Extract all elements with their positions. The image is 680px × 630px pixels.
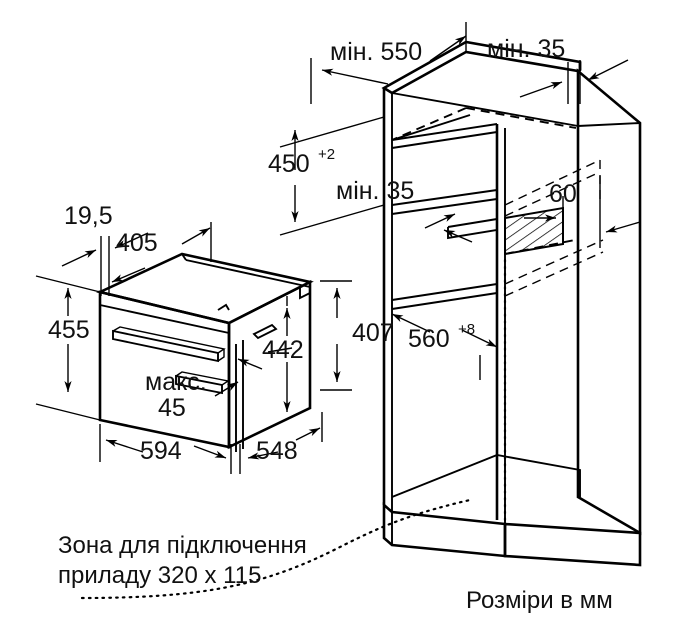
cabinet-hidden-rear-lower2	[504, 251, 604, 297]
arrow-min35-mid-a	[424, 213, 456, 229]
arrow-405-left	[111, 267, 146, 283]
cabinet-lower-shelf-front	[391, 292, 498, 310]
cabinet-upper-shelf-top	[391, 123, 498, 141]
label-405: 405	[116, 229, 158, 257]
dimension-lines-cabinet	[279, 22, 641, 380]
ext-455-top	[35, 275, 101, 293]
label-min-550: мін. 550	[330, 38, 422, 66]
arrow-594-right	[193, 445, 227, 459]
appliance-assembly	[96, 252, 314, 452]
label-max-prefix: макс.	[145, 368, 207, 396]
cabinet-base-front	[382, 502, 507, 558]
appliance-right-face	[227, 279, 312, 450]
appliance-mount-lug-top	[217, 303, 230, 311]
notes: Зона для підключення приладу 320 x 115 Р…	[58, 532, 613, 614]
label-min-35-middle: мін. 35	[336, 177, 414, 205]
cabinet-niche-floor-front	[391, 198, 498, 215]
arrow-min35-mid-b	[443, 229, 473, 243]
arrow-594-left	[105, 439, 144, 453]
ext-450-top	[279, 116, 385, 148]
cabinet-assembly	[381, 40, 642, 567]
arrow-min35-top-left	[519, 81, 563, 98]
connection-zone-note-line2: приладу 320 x 115	[58, 562, 261, 589]
cabinet-hidden-rear-lower	[504, 239, 604, 285]
connection-zone-leader	[80, 498, 472, 600]
arrow-405-right	[181, 227, 211, 245]
arrow-max45-b	[214, 381, 239, 397]
units-note: Розміри в мм	[466, 587, 613, 614]
arrow-560-right	[461, 329, 498, 348]
arrow-548-left	[247, 451, 279, 460]
label-450: 450	[268, 150, 310, 178]
appliance-mount-lug-right	[299, 287, 311, 300]
cabinet-hidden-rear-upper2	[504, 171, 601, 217]
appliance-latch-top	[175, 371, 230, 386]
dimension-lines-appliance	[35, 222, 352, 474]
arrow-195-right	[114, 232, 149, 249]
arrow-60-right	[605, 221, 641, 233]
appliance-top-rear-lip	[185, 259, 311, 288]
label-450-tolerance: +2	[318, 146, 335, 163]
label-407: 407	[352, 319, 394, 347]
cabinet-upper-shelf-hidden-rear	[465, 107, 577, 129]
label-548: 548	[256, 437, 298, 465]
ext-450-bottom	[279, 204, 385, 236]
appliance-front-trim	[99, 304, 230, 334]
cabinet-inner-floor	[391, 454, 581, 498]
connection-zone-note-line1: Зона для підключення	[58, 532, 307, 559]
cabinet-right-panel-front-edge	[577, 122, 641, 127]
cabinet-right-panel	[576, 68, 642, 536]
arrow-max45-a	[237, 358, 263, 370]
arrow-560-left	[391, 313, 431, 333]
cabinet-lower-shelf-top	[391, 283, 498, 301]
appliance-side-grip	[252, 323, 278, 340]
arrow-min550	[321, 68, 389, 85]
label-450-group: 450 +2	[268, 146, 335, 178]
label-560: 560	[408, 325, 450, 353]
label-60: 60	[549, 180, 577, 208]
appliance-handle-right-cap	[217, 349, 225, 362]
dimension-labels: мін. 550 мін. 35 450 +2 мін. 35 60 560 +…	[48, 35, 577, 465]
cabinet-hidden-rear-upper	[504, 159, 601, 206]
vent-slot-fill	[504, 206, 564, 256]
cabinet-top-inner-edge	[391, 92, 579, 127]
arrow-min35-top-right	[587, 59, 629, 81]
cabinet-base-right	[503, 522, 642, 567]
appliance-latch-bar	[175, 374, 223, 395]
ext-max45	[267, 347, 293, 353]
vent-slot-hidden-edge	[504, 239, 576, 255]
appliance-handle-top	[112, 326, 226, 354]
cabinet-gap-step-top	[447, 218, 498, 228]
label-min-35-top: мін. 35	[487, 35, 565, 63]
label-max-45-value: 45	[158, 394, 186, 422]
appliance-top-rear-lip-end	[181, 253, 187, 261]
label-19-5: 19,5	[64, 202, 113, 230]
cabinet-niche-floor-top	[391, 189, 498, 206]
cabinet-upper-shelf-rear-dash dash	[391, 114, 471, 141]
appliance-handle-bar	[112, 329, 219, 363]
arrow-548-right	[295, 427, 321, 441]
label-594: 594	[140, 437, 182, 465]
label-560-tolerance: +8	[458, 321, 475, 338]
arrow-195-left	[61, 249, 97, 267]
ext-455-bottom	[35, 403, 101, 421]
arrow-min550-far	[429, 35, 467, 62]
cabinet-upper-shelf-front	[391, 131, 498, 149]
label-442: 442	[262, 336, 304, 364]
label-455: 455	[48, 316, 90, 344]
cabinet-upper-shelf-hidden-side	[391, 107, 467, 141]
label-560-group: 560 +8	[408, 321, 475, 353]
